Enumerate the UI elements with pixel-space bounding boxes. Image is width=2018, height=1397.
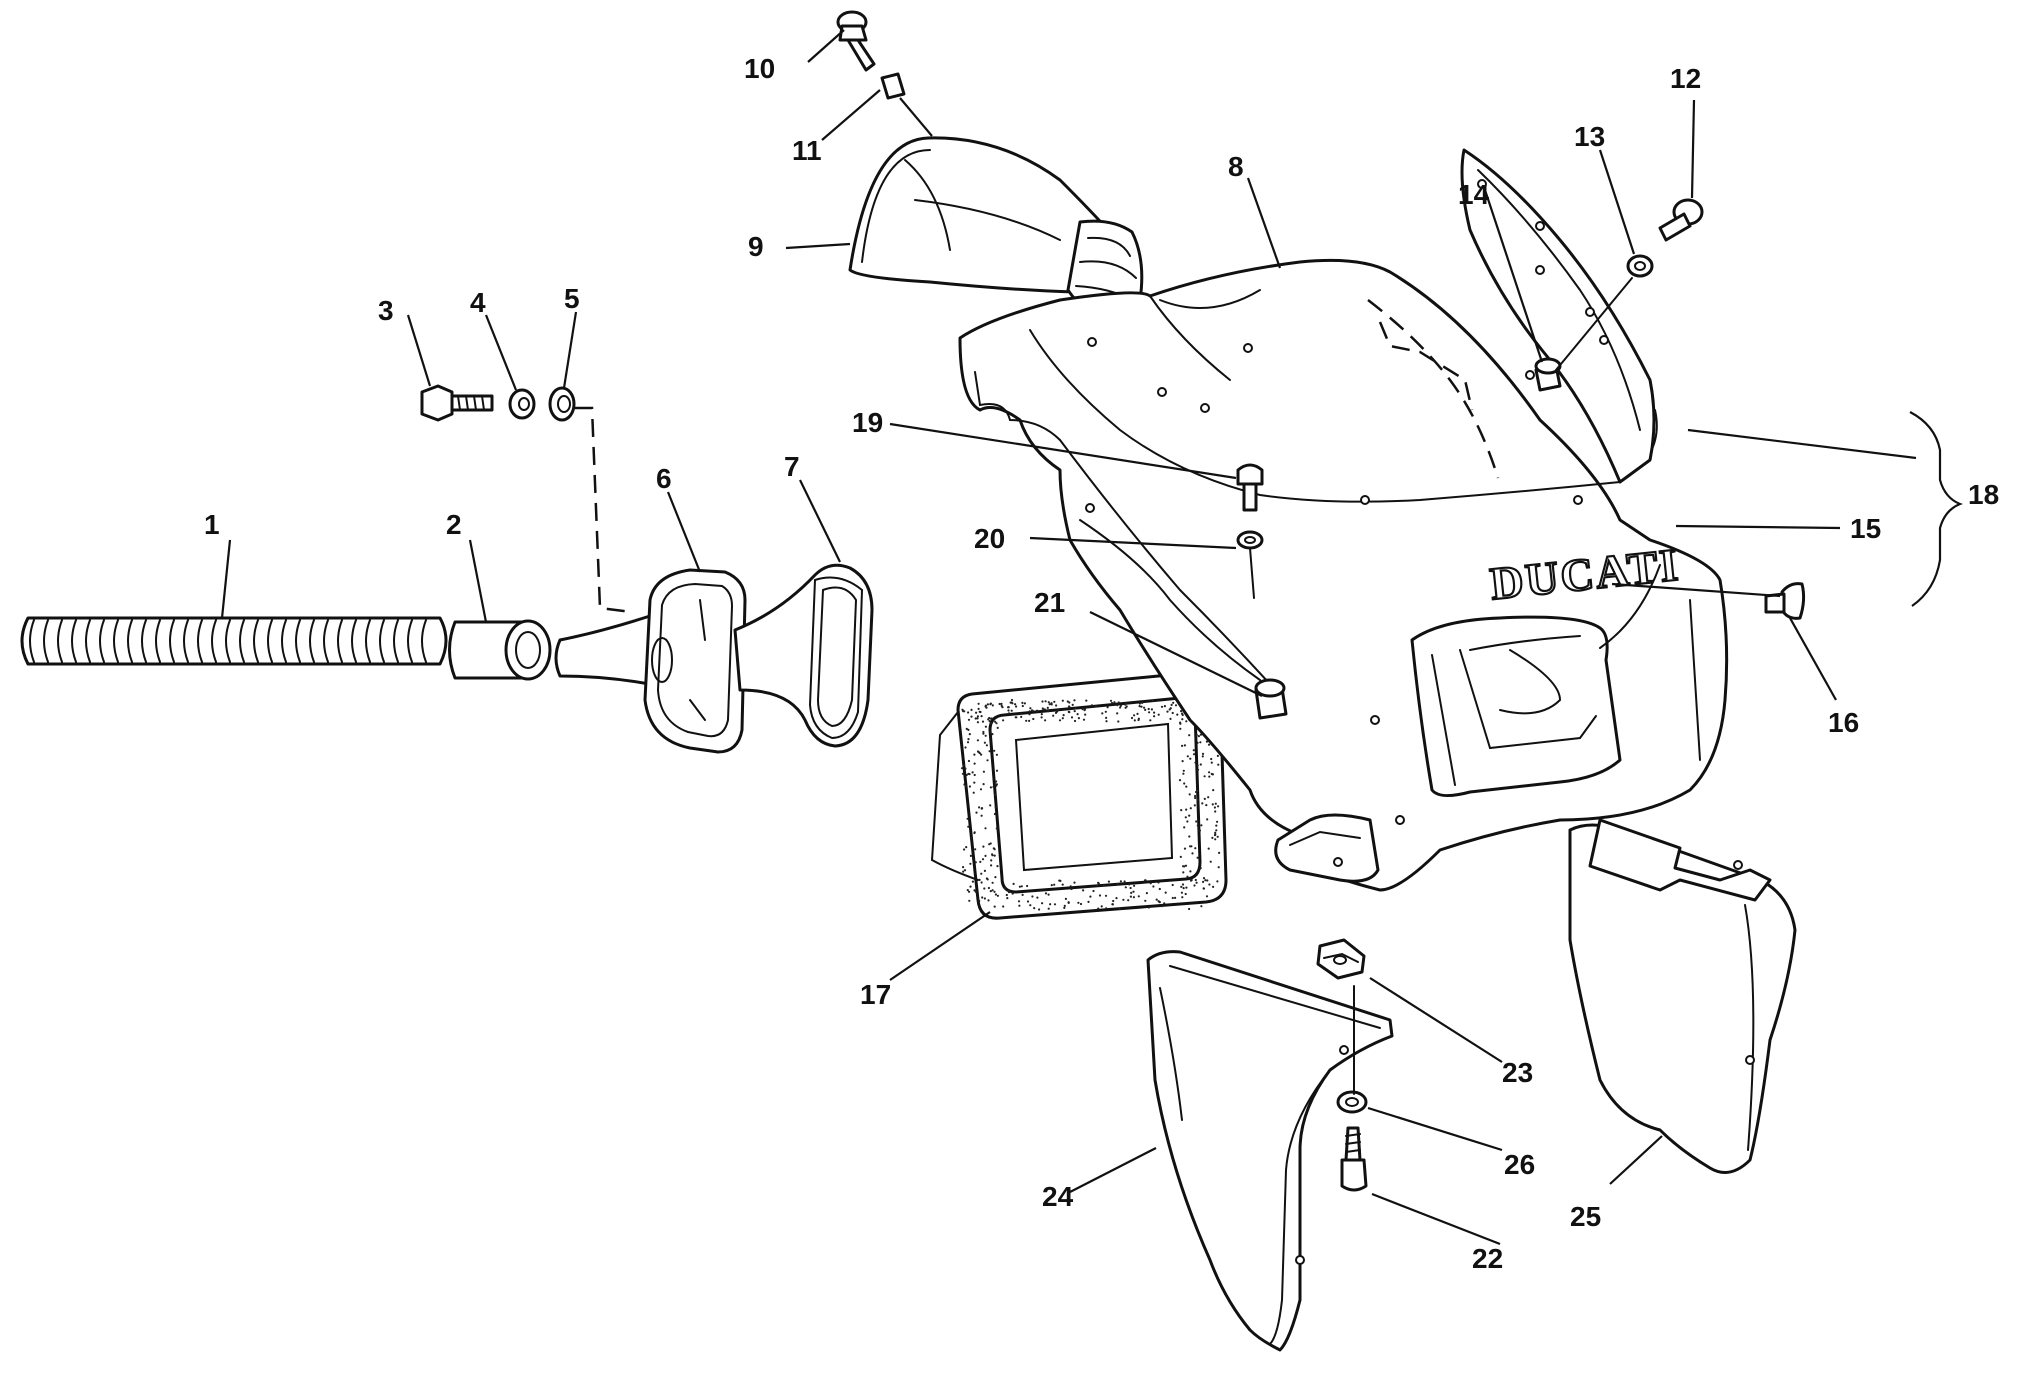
- callout-23: 23: [1502, 1057, 1533, 1088]
- callout-13: 13: [1574, 121, 1605, 152]
- callout-14: 14: [1458, 179, 1490, 210]
- callout-17: 17: [860, 979, 891, 1010]
- callout-18: 18: [1968, 479, 1999, 510]
- callout-2: 2: [446, 509, 462, 540]
- callout-21: 21: [1034, 587, 1065, 618]
- callout-16: 16: [1828, 707, 1859, 738]
- corrugated-hose-part: [20, 616, 448, 666]
- callout-4: 4: [470, 287, 486, 318]
- clip-nut-part: [1316, 938, 1366, 980]
- callout-3: 3: [378, 295, 394, 326]
- mirror-screw-nut: [836, 10, 933, 137]
- callout-22: 22: [1472, 1243, 1503, 1274]
- callout-20: 20: [974, 523, 1005, 554]
- callout-6: 6: [656, 463, 672, 494]
- callout-leader-lines: [220, 29, 1917, 1246]
- callout-24: 24: [1042, 1181, 1074, 1212]
- assembly-bracket: [1909, 411, 1963, 607]
- rear-view-mirror-part: [848, 136, 1144, 320]
- callout-11: 11: [792, 135, 822, 166]
- headlight-seal-frame-part: [930, 670, 1228, 920]
- lower-right-panel-part: [1568, 818, 1797, 1174]
- callout-1: 1: [204, 509, 220, 540]
- bolt-washer-set: [420, 384, 576, 422]
- callout-8: 8: [1228, 151, 1244, 182]
- callout-25: 25: [1570, 1201, 1601, 1232]
- callout-7: 7: [784, 451, 800, 482]
- air-duct-funnel-part: [554, 568, 747, 754]
- duct-gasket-part: [733, 563, 874, 748]
- fairing-grommet-part: [1764, 582, 1806, 620]
- fairing-screw-washer-set: [1236, 463, 1288, 720]
- windscreen-screw-set: [1534, 198, 1704, 392]
- lower-left-panel-part: [1146, 950, 1394, 1352]
- windscreen-part: [1460, 148, 1656, 484]
- front-fairing-part: [958, 258, 1729, 892]
- callout-19: 19: [852, 407, 883, 438]
- callout-9: 9: [748, 231, 764, 262]
- callout-26: 26: [1504, 1149, 1535, 1180]
- callout-12: 12: [1670, 63, 1701, 94]
- callout-15: 15: [1850, 513, 1881, 544]
- washer-screw-set: [1336, 985, 1368, 1192]
- callout-5: 5: [564, 283, 580, 314]
- callout-labels: 1 2 3 4 5 6 7 8 9 10 11 12 13 14 15 16 1…: [204, 53, 1999, 1274]
- callout-10: 10: [744, 53, 775, 84]
- hose-sleeve-part: [448, 619, 552, 681]
